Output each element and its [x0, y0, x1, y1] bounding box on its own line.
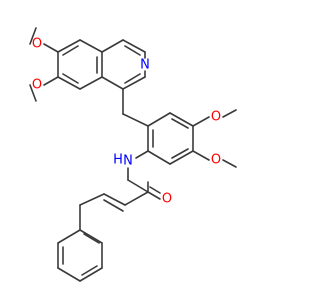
bond — [83, 233, 100, 244]
atom-label: O — [211, 153, 221, 168]
bond — [147, 112, 171, 127]
bond — [171, 148, 189, 159]
bond — [122, 113, 149, 127]
bond — [171, 118, 189, 129]
bond — [57, 229, 81, 244]
bond — [79, 193, 105, 206]
bond — [222, 109, 237, 118]
atom-label: O — [32, 37, 42, 52]
atom-n-isoquinoline: N — [140, 58, 150, 73]
bond-layer — [29, 27, 237, 282]
bond — [101, 39, 124, 53]
bond — [62, 45, 79, 56]
bond — [122, 39, 146, 53]
molecule-structure-diagram: O O N O O N H O — [29, 27, 237, 282]
atom-o-carbonyl: O — [162, 192, 172, 207]
bond — [43, 43, 59, 53]
atom-label-layer: O O N O O N H O — [32, 37, 221, 207]
atom-o-right-upper: O — [211, 110, 221, 125]
atom-label: O — [211, 110, 221, 125]
bond — [222, 159, 237, 168]
bond — [169, 112, 194, 127]
bond — [124, 45, 141, 56]
atom-label: N — [123, 154, 133, 169]
bond — [57, 76, 81, 90]
bond — [122, 76, 146, 90]
atom-o-right-lower: O — [211, 153, 221, 168]
bond — [43, 76, 59, 86]
bond — [147, 150, 171, 165]
bond — [124, 191, 149, 206]
bond — [169, 150, 194, 165]
bond — [149, 186, 161, 194]
atom-amide-nh: N H — [113, 153, 133, 169]
bond — [29, 27, 37, 45]
bond — [81, 265, 98, 276]
atom-o-left: O — [32, 78, 42, 93]
bond — [79, 39, 103, 53]
bond — [192, 116, 210, 127]
atom-label: O — [162, 192, 172, 207]
bond — [124, 73, 141, 84]
atom-o-top: O — [32, 37, 42, 52]
bond — [127, 179, 149, 193]
bond — [147, 191, 161, 200]
bond — [103, 199, 124, 212]
bond — [135, 150, 149, 159]
bond — [57, 39, 81, 53]
atom-label: O — [32, 78, 42, 93]
atom-label: N — [140, 58, 150, 73]
bond — [29, 84, 37, 102]
atom-label: H — [113, 153, 123, 168]
bond — [103, 193, 126, 206]
bond — [101, 76, 124, 90]
bond — [79, 76, 103, 90]
bond — [62, 73, 79, 84]
bond — [192, 150, 210, 161]
bond — [79, 229, 103, 244]
bond — [57, 267, 81, 282]
bond — [79, 267, 103, 282]
